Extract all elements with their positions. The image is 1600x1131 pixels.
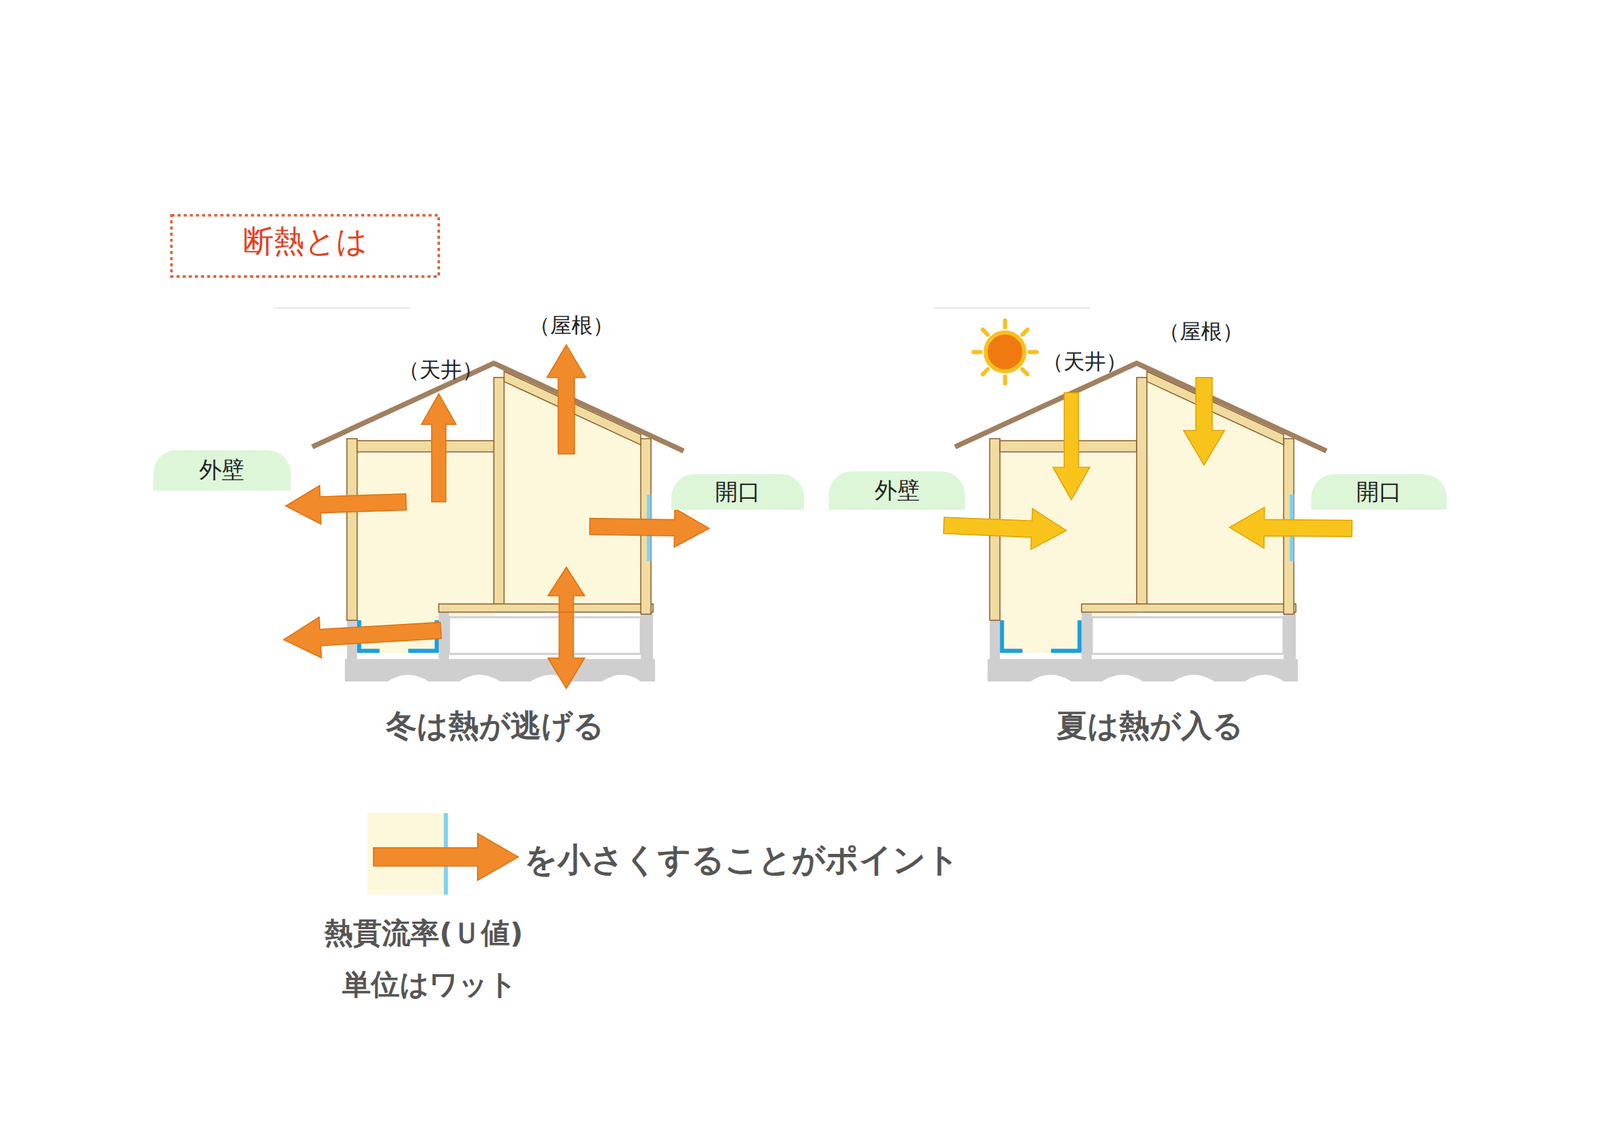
heat-arrow <box>421 394 457 503</box>
heat-arrow <box>1053 392 1091 501</box>
heat-arrow <box>285 485 406 525</box>
tab-label: 開口 <box>715 479 761 505</box>
heat-arrow <box>1229 507 1353 549</box>
sun-ray <box>1003 320 1008 328</box>
tab-label: 外壁 <box>874 478 920 503</box>
part-tab: 外壁 <box>153 450 291 492</box>
sun-ray <box>982 369 988 375</box>
caption-label: 夏は熱が入る <box>1056 709 1244 744</box>
sun-ray <box>1022 329 1028 335</box>
heat-arrow <box>589 508 710 548</box>
heat-arrow <box>943 508 1067 550</box>
part-label: （屋根） <box>528 313 614 337</box>
heat-arrow <box>373 833 519 881</box>
tab-label: 外壁 <box>199 457 245 483</box>
heat-arrow <box>548 567 586 613</box>
note-text: 熱貫流率(Ｕ値) <box>324 917 523 950</box>
sun-ray <box>973 349 980 354</box>
heat-arrow <box>548 612 586 690</box>
part-tab: 開口 <box>671 474 805 510</box>
part-label: （天井） <box>398 357 484 382</box>
note-text: 単位はワット <box>342 969 518 1001</box>
note-text: を小さくすることがポイント <box>524 842 960 879</box>
heat-arrow <box>546 344 586 455</box>
sun-ray <box>1029 349 1037 354</box>
tab-label: 開口 <box>1356 479 1402 505</box>
heat-arrow <box>1183 377 1225 466</box>
part-tab: 開口 <box>1311 474 1447 510</box>
section-title: 断熱とは <box>242 225 368 259</box>
sun-ray <box>1003 376 1008 384</box>
sun-ray <box>1022 369 1028 375</box>
part-label: （屋根） <box>1158 319 1244 343</box>
heat-arrow <box>283 617 441 659</box>
part-tab: 外壁 <box>828 471 966 511</box>
caption-label: 冬は熱が逃げる <box>385 709 605 744</box>
part-label: （天井） <box>1042 349 1128 373</box>
sun-ray <box>982 329 988 335</box>
